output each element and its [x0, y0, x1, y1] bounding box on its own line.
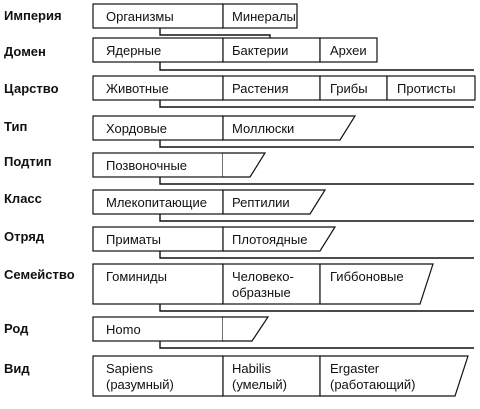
- taxon-label: Ядерные: [106, 43, 161, 58]
- taxon-box: [92, 3, 224, 29]
- level-genus: Homo: [92, 316, 270, 342]
- taxon-label: Гоминиды: [106, 269, 167, 284]
- connector: [159, 62, 474, 71]
- taxon-label: Млекопитающие: [106, 195, 207, 210]
- taxon-label: Ergaster: [330, 361, 380, 376]
- taxon-label: (разумный): [106, 377, 174, 392]
- rank-label-domain: Домен: [4, 44, 46, 59]
- rank-label-species: Вид: [4, 361, 30, 376]
- taxon-label: Минералы: [232, 9, 296, 24]
- taxon-box: [319, 37, 378, 63]
- taxon-label: Habilis: [232, 361, 272, 376]
- taxon-box-open-end: [319, 263, 434, 305]
- level-order: Приматы Плотоядные: [92, 226, 337, 252]
- taxon-label: Археи: [330, 43, 367, 58]
- taxon-label: Бактерии: [232, 43, 288, 58]
- taxon-box-open-end: [223, 152, 267, 178]
- rank-label-family: Семейство: [4, 267, 75, 282]
- connector: [159, 251, 474, 259]
- taxon-box: [222, 263, 321, 305]
- taxon-label: Растения: [232, 81, 289, 96]
- taxon-label: (работающий): [330, 377, 416, 392]
- taxon-box: [222, 75, 321, 101]
- taxon-label: Sapiens: [106, 361, 153, 376]
- taxon-box: [92, 189, 224, 215]
- taxon-box: [222, 355, 321, 397]
- taxon-label: Грибы: [330, 81, 368, 96]
- rank-label-class: Класс: [4, 191, 42, 206]
- taxon-box: [319, 75, 388, 101]
- taxon-box: [92, 226, 224, 252]
- level-empire: Организмы Минералы: [92, 3, 298, 29]
- taxon-label: Моллюски: [232, 121, 294, 136]
- taxon-label: Хордовые: [106, 121, 167, 136]
- taxon-box-open-end: [222, 189, 327, 215]
- taxon-label: Рептилии: [232, 195, 290, 210]
- rank-label-subphylum: Подтип: [4, 154, 52, 169]
- connector: [159, 214, 474, 222]
- taxon-box: [92, 75, 224, 101]
- level-domain: Ядерные Бактерии Археи: [92, 37, 378, 63]
- taxon-box: [92, 37, 224, 63]
- taxon-box-open-end: [222, 115, 357, 141]
- connector: [159, 304, 474, 312]
- rank-label-phylum: Тип: [4, 119, 27, 134]
- level-kingdom: Животные Растения Грибы Протисты: [92, 75, 476, 101]
- level-family: Гоминиды Человеко- образные Гиббоновые: [92, 263, 434, 305]
- taxon-label: Организмы: [106, 9, 174, 24]
- taxon-label: образные: [232, 285, 291, 300]
- connector: [159, 140, 474, 148]
- level-subphylum: Позвоночные: [92, 152, 267, 178]
- rank-label-kingdom: Царство: [4, 81, 59, 96]
- taxon-label: Протисты: [397, 81, 456, 96]
- connector: [159, 177, 474, 185]
- level-class: Млекопитающие Рептилии: [92, 189, 327, 215]
- taxon-label: Позвоночные: [106, 158, 187, 173]
- taxon-box: [92, 263, 224, 305]
- connector: [159, 28, 271, 38]
- taxon-box-open-end: [319, 355, 469, 397]
- taxon-label: (умелый): [232, 377, 287, 392]
- rank-label-genus: Род: [4, 321, 29, 336]
- taxon-box: [92, 115, 224, 141]
- rank-label-empire: Империя: [4, 8, 62, 23]
- taxon-label: Гиббоновые: [330, 269, 404, 284]
- taxon-label: Человеко-: [232, 269, 294, 284]
- taxon-label: Плотоядные: [232, 232, 307, 247]
- taxon-box: [222, 3, 298, 29]
- connector: [159, 100, 474, 108]
- taxon-box: [386, 75, 476, 101]
- level-species: Sapiens (разумный) Habilis (умелый) Erga…: [92, 355, 469, 397]
- taxon-label: Животные: [106, 81, 169, 96]
- taxon-label: Приматы: [106, 232, 161, 247]
- taxon-box-open-end: [222, 226, 337, 252]
- taxon-label: Homo: [106, 322, 141, 337]
- level-phylum: Хордовые Моллюски: [92, 115, 357, 141]
- taxon-box-open-end: [223, 316, 270, 342]
- connector: [159, 341, 474, 349]
- rank-label-order: Отряд: [4, 229, 45, 244]
